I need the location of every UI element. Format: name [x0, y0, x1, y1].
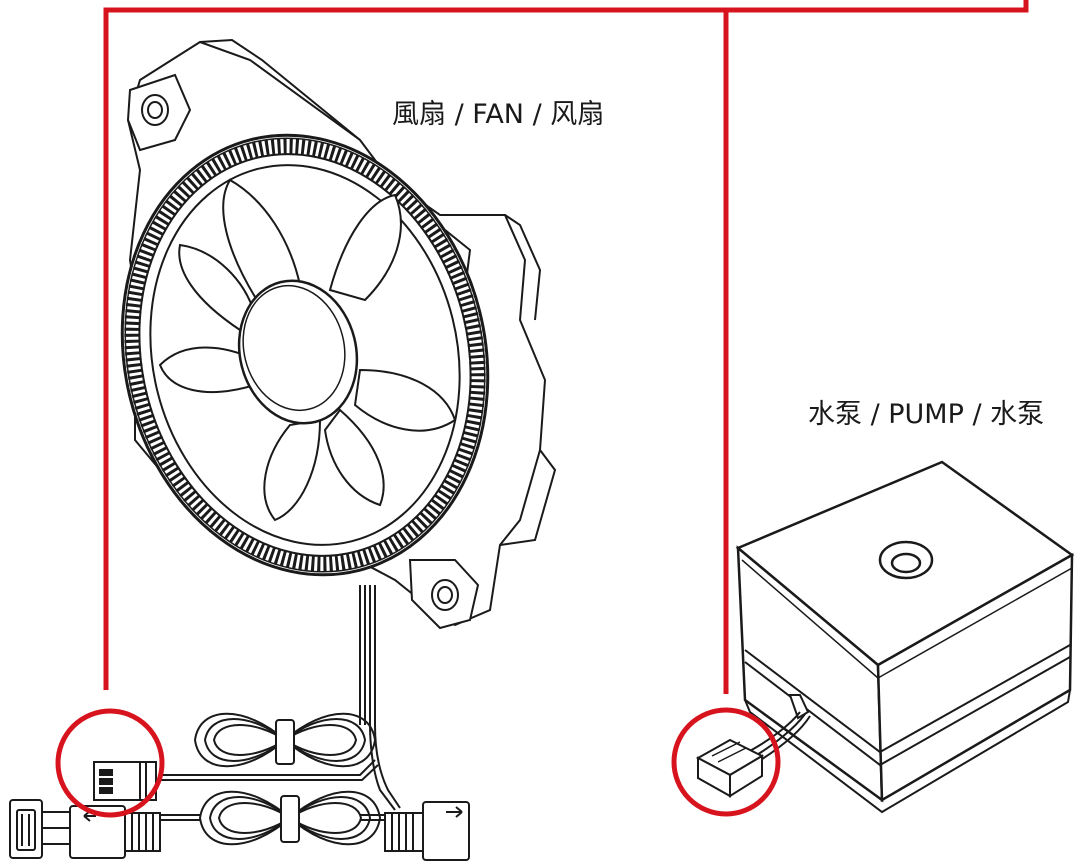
pump-label: 水泵 / PUMP / 水泵 — [808, 399, 1045, 430]
fan-led-ring-pattern — [124, 138, 486, 572]
fan-illustration — [120, 38, 557, 630]
fan-connection-line — [103, 0, 1029, 690]
pump-header-connector — [695, 738, 765, 798]
highlight-circles — [55, 707, 781, 818]
fan-header-connector — [93, 761, 157, 801]
fan-hub — [237, 279, 359, 425]
fan-cables — [120, 585, 401, 821]
fan-label: 風扇 / FAN / 风扇 — [392, 99, 605, 130]
fan-blades — [158, 178, 457, 522]
cable-coil-bottom — [198, 790, 382, 846]
fan-mount-hole-bottom-right — [408, 559, 480, 630]
pump-illustration — [735, 460, 1075, 814]
pump-connector-highlight — [671, 707, 781, 817]
red-connection-lines — [103, 0, 1029, 694]
cable-coil-top — [193, 712, 377, 768]
fan-connector-highlight — [55, 708, 165, 818]
rgb-connector-pair — [9, 799, 470, 861]
fan-mount-hole-top-left — [126, 73, 192, 152]
